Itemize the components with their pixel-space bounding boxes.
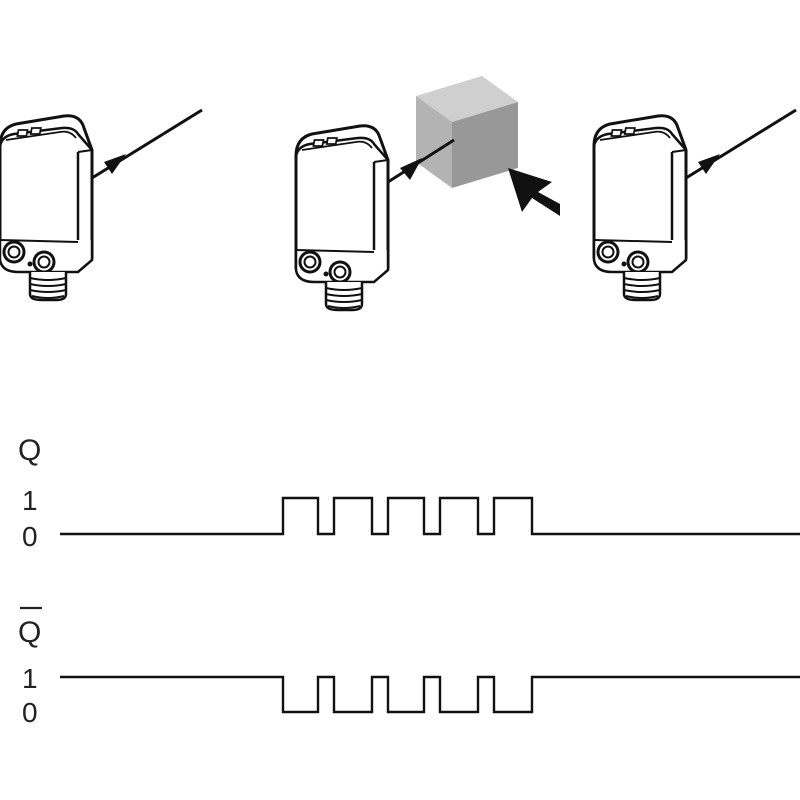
beam-arrowhead bbox=[400, 158, 422, 180]
signal-q-label: Q bbox=[18, 434, 41, 467]
signal-q-bar-waveform bbox=[60, 675, 800, 714]
sensor-idle-left bbox=[0, 108, 203, 302]
sensor-idle-right bbox=[592, 108, 797, 302]
beam-arrowhead bbox=[104, 154, 126, 174]
signal-q-bar-label: Q bbox=[18, 616, 41, 649]
signal-q-bar-level-low: 0 bbox=[22, 697, 38, 728]
signal-q-bar: Q 1 0 bbox=[18, 606, 800, 728]
signal-q-waveform bbox=[60, 496, 800, 536]
beam-arrowhead bbox=[698, 154, 720, 174]
signal-q: Q 1 0 bbox=[18, 434, 800, 552]
signal-q-bar-level-high: 1 bbox=[22, 663, 38, 694]
photoelectric-sensor-icon bbox=[592, 114, 688, 302]
object-cube-icon bbox=[416, 76, 518, 188]
photoelectric-sensor-icon bbox=[294, 124, 390, 312]
signal-q-level-low: 0 bbox=[22, 521, 38, 552]
sensor-detecting-middle bbox=[294, 76, 560, 312]
motion-arrow-icon bbox=[508, 168, 560, 216]
light-beam bbox=[387, 138, 455, 184]
photoelectric-sensor-icon bbox=[0, 114, 94, 302]
signal-q-level-high: 1 bbox=[22, 485, 38, 516]
